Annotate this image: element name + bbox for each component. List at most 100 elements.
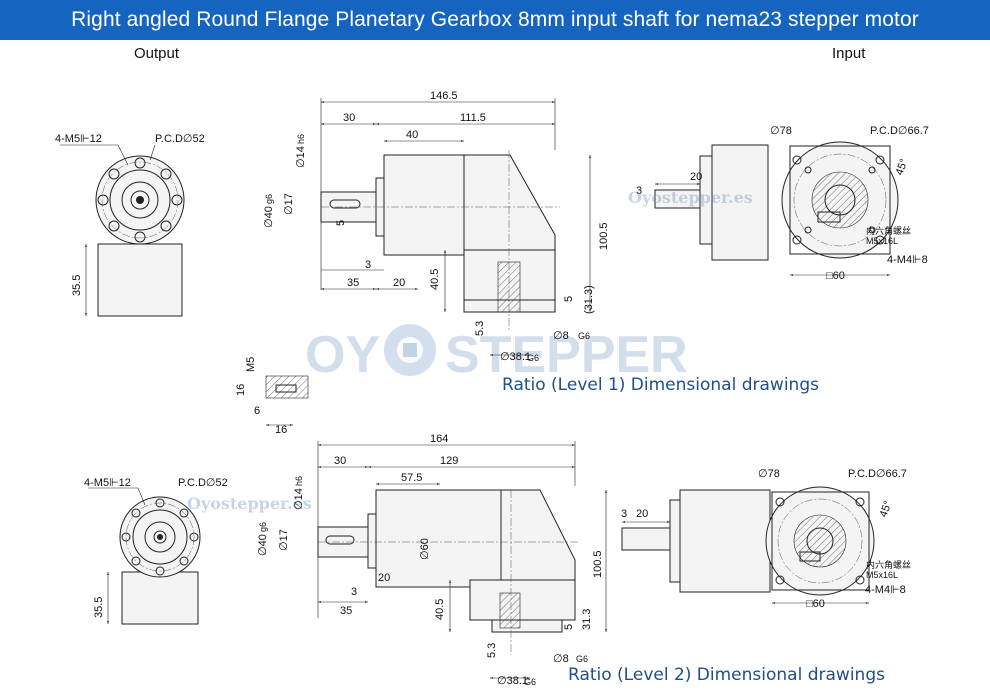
l2-in-sq: □60 <box>806 598 825 610</box>
l1-in-note-cn: 内六角螺丝 <box>866 225 911 236</box>
key-w6: 6 <box>254 405 260 417</box>
l2-front-pcd-label: P.C.D∅52 <box>178 477 228 489</box>
l1-shaft-key <box>329 199 361 209</box>
key-h16: 16 <box>235 384 247 396</box>
l2-dim-b35: 35 <box>340 605 352 617</box>
l2-front-mount-label: 4-M5⊩12 <box>84 477 131 489</box>
l2-in-l3: 3 <box>621 508 627 520</box>
bolt-hole <box>134 231 146 243</box>
l2-dim-d381: ∅38.1 <box>497 675 528 687</box>
l2-dim-d40-tol: g6 <box>258 522 268 532</box>
title-banner: Right angled Round Flange Planetary Gear… <box>0 0 990 40</box>
l2-input-view: ∅78 P.C.D∅66.7 45° 3 20 内六角螺丝 M5x16L 4-M… <box>621 468 911 610</box>
l2-dim-height: 100.5 <box>592 550 604 578</box>
watermark-small-1: Oyostepper.es <box>628 188 753 207</box>
l1-in-d78: ∅78 <box>770 125 792 137</box>
l2-dim-b405: 40.5 <box>434 599 446 620</box>
bolt-hole <box>160 168 172 180</box>
bolt-hole <box>108 168 120 180</box>
l2-dim-d14-tol: h6 <box>294 476 304 486</box>
watermark-stepper: STEPPER <box>445 326 688 384</box>
l1-dim-v53: 5.3 <box>474 321 486 336</box>
l1-output-front-view: 4-M5⊩12 P.C.D∅52 35.5 <box>55 133 205 317</box>
l2-dim-d40: ∅40 <box>257 534 269 556</box>
l1-side-view: 146.5 30 111.5 40 ∅14 h6 ∅40 g6 ∅17 5 10… <box>263 90 610 363</box>
l2-gear-housing <box>375 489 502 588</box>
l1-dim-b405: 40.5 <box>429 269 441 290</box>
l1-key-detail: M5 16 6 16 <box>235 357 309 436</box>
l2-dim-d17: ∅17 <box>278 529 290 551</box>
l2-dim-total: 164 <box>430 433 448 445</box>
l2-dim-b20: 20 <box>378 572 390 584</box>
l1-dim-b35: 35 <box>347 277 359 289</box>
level1-title: Ratio (Level 1) Dimensional drawings <box>502 375 819 395</box>
key-m5: M5 <box>245 357 257 372</box>
l1-dim-height: 100.5 <box>598 222 610 250</box>
l1-front-mount-label: 4-M5⊩12 <box>55 133 102 145</box>
l1-dim-d14: ∅14 <box>295 146 307 168</box>
l1-dim-d40-tol: g6 <box>264 194 274 204</box>
l2-side-view: 164 30 129 57.5 ∅14 h6 ∅40 g6 ∅17 ∅60 10… <box>257 433 607 687</box>
l2-in-note-size: M5x16L <box>866 570 898 580</box>
l1-in-l20: 20 <box>690 171 702 183</box>
l1-in-mount: 4-M4⊩8 <box>887 254 928 266</box>
bolt-hole <box>97 194 109 206</box>
l2-dim-r313: 31.3 <box>581 609 593 630</box>
l1-in-sq: □60 <box>826 270 845 282</box>
l1-dim-d381: ∅38.1 <box>500 351 531 363</box>
l1-angle-housing <box>463 154 556 251</box>
l2-dim-r5: 5 <box>563 624 575 630</box>
bolt-hole <box>134 157 146 169</box>
l2-in-pcd: P.C.D∅66.7 <box>848 468 907 480</box>
l1-dim-d8: ∅8 <box>553 330 569 342</box>
bolt-hole <box>108 220 120 232</box>
level2-title: Ratio (Level 2) Dimensional drawings <box>568 665 885 685</box>
l2-front-height-label: 35.5 <box>93 597 105 618</box>
l1-dim-b20: 20 <box>393 277 405 289</box>
l1-dim-total: 146.5 <box>430 90 458 102</box>
key-w16: 16 <box>275 424 287 436</box>
l2-dim-d8-tol: G6 <box>576 654 588 664</box>
l1-dim-d40: ∅40 <box>263 206 275 228</box>
brand-watermark: OY STEPPER <box>305 324 688 384</box>
l1-dim-r5: 5 <box>563 296 575 302</box>
l1-dim-d8-tol: G6 <box>578 331 590 341</box>
page-title: Right angled Round Flange Planetary Gear… <box>71 8 919 31</box>
bolt-hole <box>160 220 172 232</box>
l1-dim-d17: ∅17 <box>283 193 295 215</box>
l1-dim-d381-tol: G6 <box>527 353 539 363</box>
l1-dim-key: 5 <box>335 220 347 226</box>
l1-gear-housing <box>383 154 465 256</box>
watermark-oy: OY <box>305 326 380 384</box>
l2-dim-shaft-len: 30 <box>334 455 346 467</box>
l2-in-d78: ∅78 <box>758 468 780 480</box>
l2-in-l20: 20 <box>636 508 648 520</box>
l2-dim-body: 129 <box>440 455 458 467</box>
watermark-small-2: Oyostepper.es <box>187 494 312 513</box>
l1-dim-b3: 3 <box>365 259 371 271</box>
l2-dim-b3: 3 <box>351 586 357 598</box>
l1-input-view: ∅78 P.C.D∅66.7 45° 20 3 内六角螺丝 M5x16L 4-M… <box>636 125 929 282</box>
l2-in-angle: 45° <box>878 499 895 519</box>
l1-in-pcd: P.C.D∅66.7 <box>870 125 929 137</box>
l1-dim-flange: 40 <box>406 129 418 141</box>
l2-dim-v53: 5.3 <box>486 643 498 658</box>
l1-front-pcd-label: P.C.D∅52 <box>155 133 205 145</box>
l1-in-angle: 45° <box>894 157 911 177</box>
input-caption: Input <box>832 45 866 62</box>
bolt-hole <box>171 194 183 206</box>
gear-logo-icon <box>384 324 436 376</box>
output-caption: Output <box>134 45 180 62</box>
l2-dim-flange: 57.5 <box>401 472 422 484</box>
l1-in-note-size: M5x16L <box>866 236 898 246</box>
l2-in-note-cn: 内六角螺丝 <box>866 559 911 570</box>
l1-front-base <box>97 243 183 317</box>
l2-dim-d8: ∅8 <box>553 653 569 665</box>
l1-dim-d14-tol: h6 <box>296 134 306 144</box>
l2-in-mount: 4-M4⊩8 <box>865 584 906 596</box>
l1-dim-shaft-len: 30 <box>343 112 355 124</box>
l1-front-height-label: 35.5 <box>71 275 83 296</box>
l2-dim-d60: ∅60 <box>419 538 431 560</box>
l2-dim-d381-tol: G6 <box>524 677 536 687</box>
